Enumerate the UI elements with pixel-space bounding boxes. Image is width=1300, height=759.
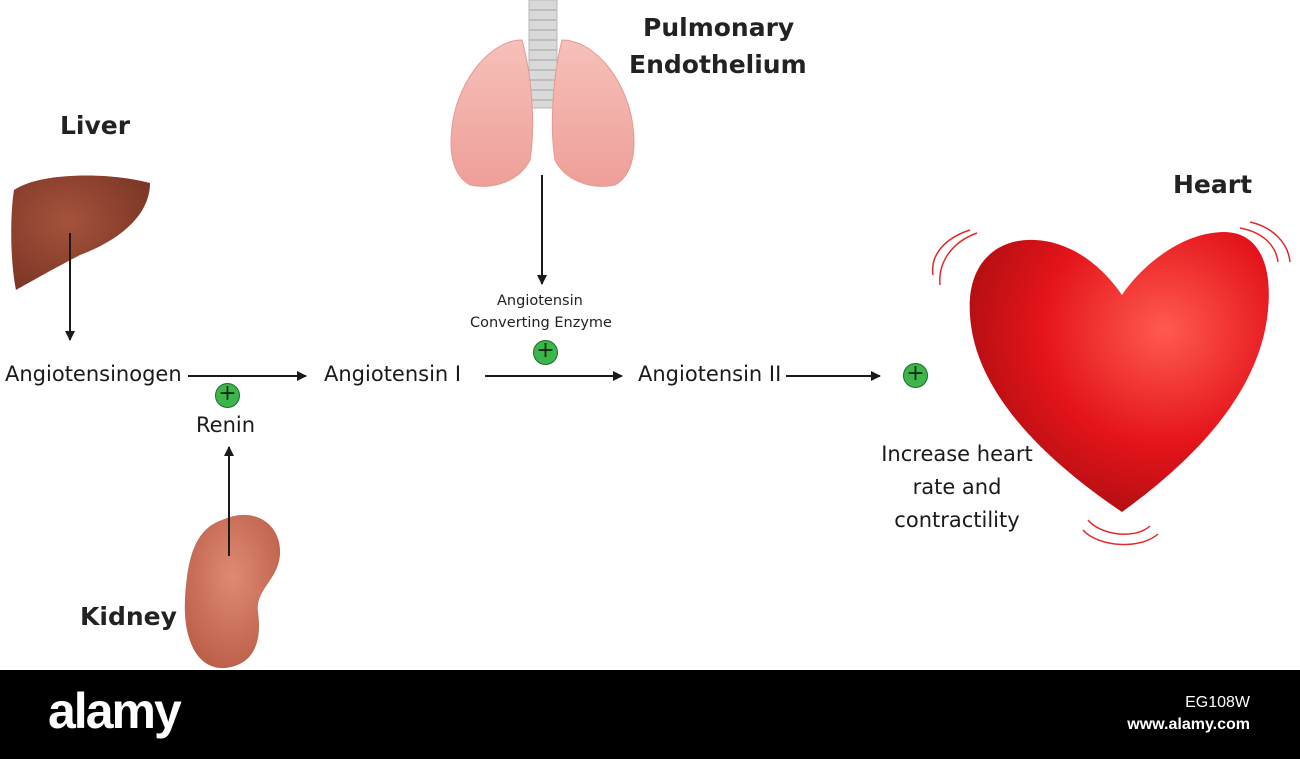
watermark-footer [0,670,1300,759]
liver-label: Liver [60,111,131,140]
ace-label-line1: Angiotensin [497,293,583,309]
kidney-icon [184,514,281,669]
heart-effect-label: Increase heart rate and contractility [881,442,1033,532]
heart-effect-plus-badge: + [903,363,928,388]
watermark-url: www.alamy.com [1127,716,1250,733]
renin-plus-badge: + [215,383,240,408]
ace-label-line2: Converting Enzyme [470,315,612,331]
watermark-image-id: EG108W [1185,694,1250,711]
lungs-icon [450,0,635,187]
ace-plus-badge: + [533,340,558,365]
lungs-label-line2: Endothelium [629,50,807,79]
angiotensinogen-label: Angiotensinogen [5,362,182,386]
flow-arrows [65,175,881,556]
watermark-brand: alamy [48,683,182,739]
renin-label: Renin [196,413,256,437]
heart-label: Heart [1173,170,1253,199]
heart-icon [931,221,1291,546]
lungs-label-line1: Pulmonary [643,13,795,42]
raas-diagram [11,0,1291,669]
kidney-label: Kidney [80,602,177,631]
angiotensin-2-label: Angiotensin II [638,362,782,386]
liver-icon [11,175,150,290]
angiotensin-1-label: Angiotensin I [324,362,462,386]
